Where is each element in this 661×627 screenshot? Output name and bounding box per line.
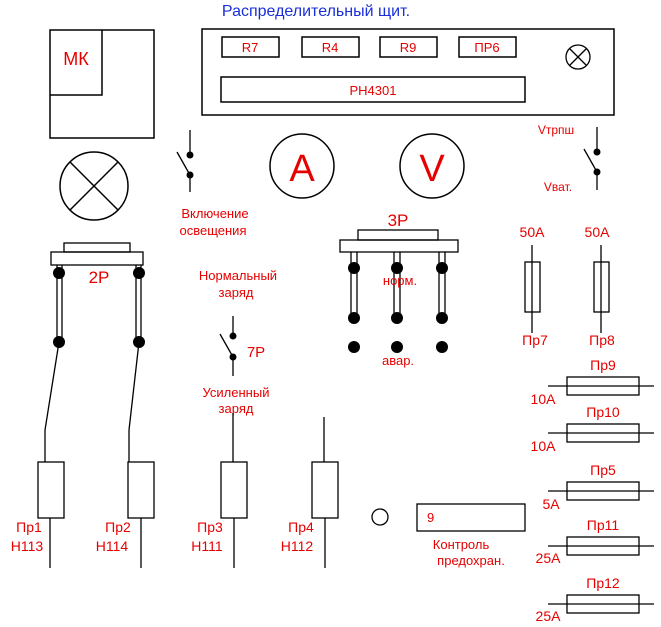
fuse-pr4-name: Пр4 [288,519,314,535]
fuse-control-box[interactable]: 9 [416,503,526,532]
fuse-pr4-wire: Н112 [281,538,314,554]
lamp-cross-icon[interactable] [565,44,591,70]
fuse-pr9-rating: 10А [531,391,557,407]
fuse-pr12[interactable]: Пр12 25А [536,575,654,624]
relay-pr6[interactable]: ПР6 [458,36,517,58]
fuse-pr7[interactable]: 50А Пр7 [520,224,548,348]
fuse-pr3[interactable]: Пр3 Н111 [191,413,248,568]
fuse-pr2-name: Пр2 [105,519,131,535]
fuse-pr5[interactable]: Пр5 5А [542,462,654,512]
lighting-label-1: Включение [181,206,248,221]
charge-boost-label-2: заряд [219,401,254,416]
fuse-control-label-1: Контроль [433,537,490,552]
voltage-bottom-label: Vват. [544,180,572,194]
charge-switch-7p[interactable] [219,316,237,376]
fuse-pr1-name: Пр1 [16,519,42,535]
relay-pr6-label: ПР6 [474,40,499,55]
fuse-pr10[interactable]: Пр10 10А [531,404,654,454]
fuse-pr3-wire: Н111 [191,538,223,554]
fuse-pr9[interactable]: Пр9 10А [531,357,654,407]
charge-switch-label: 7Р [247,344,265,361]
relay-3p-label: 3Р [388,211,409,230]
instrument-label: PH4301 [350,83,397,98]
relay-2p[interactable]: 2Р [44,242,145,431]
fuse-control-value: 9 [427,510,434,525]
fuse-pr10-name: Пр10 [586,404,620,420]
fuse-control-label-2: предохран. [437,553,505,568]
relay-r9[interactable]: R9 [379,36,438,58]
relay-r4-label: R4 [322,40,339,55]
relay-3p-avar-label: авар. [382,353,414,368]
lighting-switch[interactable] [176,130,194,192]
fuse-pr12-rating: 25А [536,608,562,624]
relay-r4[interactable]: R4 [301,36,360,58]
instrument-ph4301[interactable]: PH4301 [220,76,526,103]
fuse-pr12-name: Пр12 [586,575,620,591]
fuse-pr11-name: Пр11 [587,517,620,533]
voltage-switch[interactable] [583,127,601,190]
mk-label: МК [63,49,89,69]
lamp-cross-icon[interactable] [59,151,129,221]
fuse-pr8[interactable]: 50А Пр8 [585,224,615,348]
fuse-pr2[interactable]: Пр2 Н114 [96,430,155,568]
ammeter-label: A [289,148,315,190]
fuse-pr2-wire: Н114 [96,538,129,554]
ammeter-icon[interactable]: A [269,133,335,199]
relay-r9-label: R9 [400,40,417,55]
voltmeter-icon[interactable]: V [399,133,465,199]
charge-normal-label-1: Нормальный [199,268,277,283]
relay-panel: R7 R4 R9 ПР6 PH4301 [201,28,615,116]
relay-r7[interactable]: R7 [221,36,280,58]
fuse-pr1[interactable]: Пр1 Н113 [11,430,65,568]
relay-3p-norm-label: норм. [383,273,417,288]
fuse-pr10-rating: 10А [531,438,557,454]
fuse-pr5-rating: 5А [542,496,560,512]
fuse-pr5-name: Пр5 [590,462,616,478]
charge-normal-label-2: заряд [219,285,254,300]
mk-block[interactable]: МК [49,29,155,139]
fuse-pr4[interactable]: Пр4 Н112 [281,417,339,568]
fuse-pr7-name: Пр7 [522,332,548,348]
fuse-pr1-wire: Н113 [11,538,44,554]
fuse-pr3-name: Пр3 [197,519,223,535]
relay-r7-label: R7 [242,40,259,55]
fuse-control-indicator[interactable] [371,508,389,526]
relay-3p[interactable]: 3Р норм. авар. [339,211,459,368]
voltmeter-label: V [419,148,445,190]
fuse-pr11-rating: 25А [536,550,562,566]
fuse-pr8-rating: 50А [585,224,611,240]
relay-2p-label: 2Р [89,268,110,287]
lighting-label-2: освещения [180,223,247,238]
fuse-pr11[interactable]: Пр11 25А [536,517,654,566]
voltage-top-label: Vтрпш [538,123,574,137]
fuse-pr7-rating: 50А [520,224,546,240]
fuse-pr9-name: Пр9 [590,357,616,373]
diagram-title: Распределительный щит. [222,3,410,20]
fuse-pr8-name: Пр8 [589,332,615,348]
charge-boost-label-1: Усиленный [203,385,270,400]
